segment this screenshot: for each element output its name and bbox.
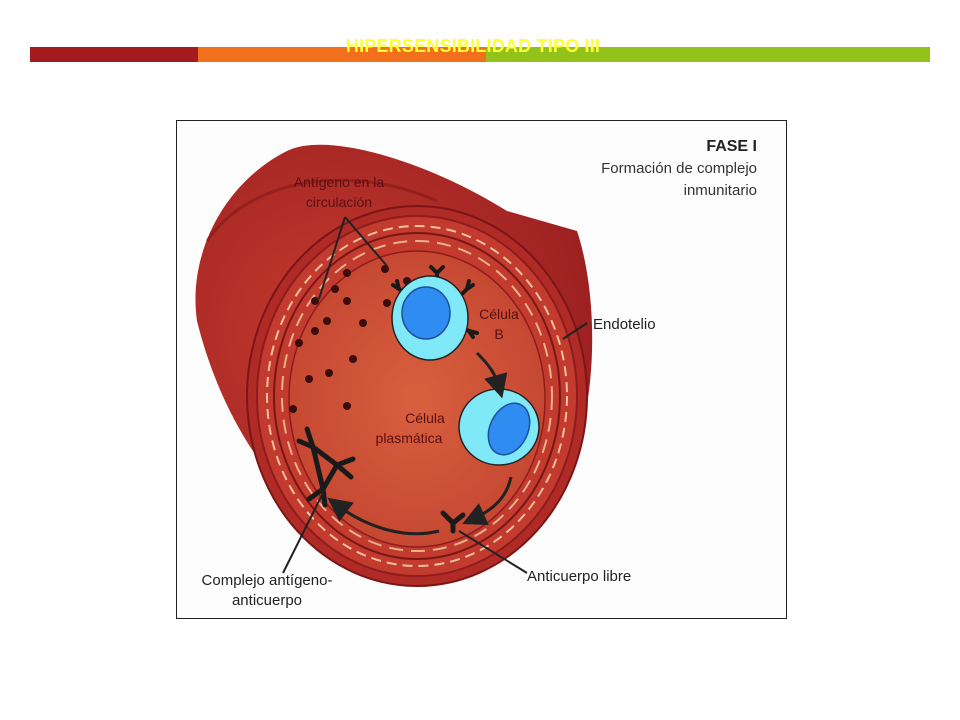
label-plasma-cell-line-2: plasmática — [376, 430, 443, 446]
b-cell-nucleus — [401, 286, 451, 340]
slide-title: HIPERSENSIBILIDAD TIPO III — [345, 36, 601, 56]
vessel-lumen — [288, 250, 546, 548]
plasma-cell-nucleus — [487, 402, 531, 456]
phase-title: FASE I — [706, 138, 757, 155]
free-antibody — [440, 510, 466, 534]
label-antigen-line-2: circulación — [306, 194, 372, 210]
secretion-arrow — [462, 476, 513, 525]
title-color-bar — [30, 47, 930, 62]
phase-subtitle-line-2: inmunitario — [684, 182, 757, 199]
antigen-antibody-complex — [296, 426, 356, 508]
label-b-cell-line-1: Célula — [479, 306, 519, 322]
label-endothelium: Endotelio — [593, 316, 656, 333]
b-cell — [391, 275, 469, 361]
label-plasma-cell-line-1: Célula — [405, 410, 445, 426]
label-antigen-line-1: Antígeno en la — [294, 174, 385, 190]
type-iii-hypersensitivity-diagram: FASE I Formación de complejo inmunitario… — [176, 120, 787, 619]
vessel-wall-dashes — [266, 225, 568, 567]
vessel-shadow — [205, 178, 438, 242]
plasma-cell — [458, 388, 540, 466]
phase-subtitle-line-1: Formación de complejo — [601, 160, 757, 177]
vessel-endothelium — [273, 232, 561, 560]
title-bar-green — [486, 47, 930, 62]
differentiation-arrow — [475, 351, 508, 399]
antigen-pointer-lines — [318, 216, 388, 300]
title-bar-red — [30, 47, 198, 62]
vessel-endothelium-dashes — [281, 240, 553, 552]
label-b-cell-line-2: B — [494, 326, 503, 342]
bottom-pointer-lines — [282, 322, 588, 574]
blood-vessel-illustration: FASE I Formación de complejo inmunitario… — [195, 138, 757, 609]
title-bar-orange — [198, 47, 486, 62]
antigen-particles — [289, 265, 411, 413]
label-free-antibody: Anticuerpo libre — [527, 568, 631, 585]
label-complex-line-2: anticuerpo — [232, 592, 302, 609]
label-complex-line-1: Complejo antígeno- — [202, 572, 333, 589]
circulation-arrow — [327, 497, 440, 536]
